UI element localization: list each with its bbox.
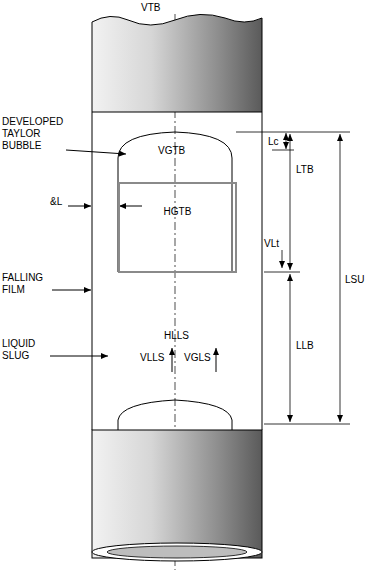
region-callout: LIQUID SLUG xyxy=(2,338,48,362)
dimension-label: LLB xyxy=(296,340,314,352)
dimension-label: LTB xyxy=(296,164,314,176)
holdup-label: HGTB xyxy=(120,206,235,218)
film-thickness-label: &L xyxy=(50,196,62,208)
velocity-label: VTB xyxy=(141,2,160,14)
region-callout: DEVELOPED TAYLOR BUBBLE xyxy=(2,116,66,152)
dimension-label: LSU xyxy=(345,274,364,286)
velocity-label: VGTB xyxy=(158,145,185,157)
region-callout: FALLING FILM xyxy=(2,272,50,296)
velocity-label: VLLS xyxy=(140,352,164,364)
velocity-label: VLt xyxy=(264,238,279,250)
dimension-label: Lc xyxy=(268,136,279,148)
gas-region-box: HGTB xyxy=(118,182,237,273)
holdup-label: HLLS xyxy=(164,330,189,342)
velocity-label: VGLS xyxy=(184,352,211,364)
